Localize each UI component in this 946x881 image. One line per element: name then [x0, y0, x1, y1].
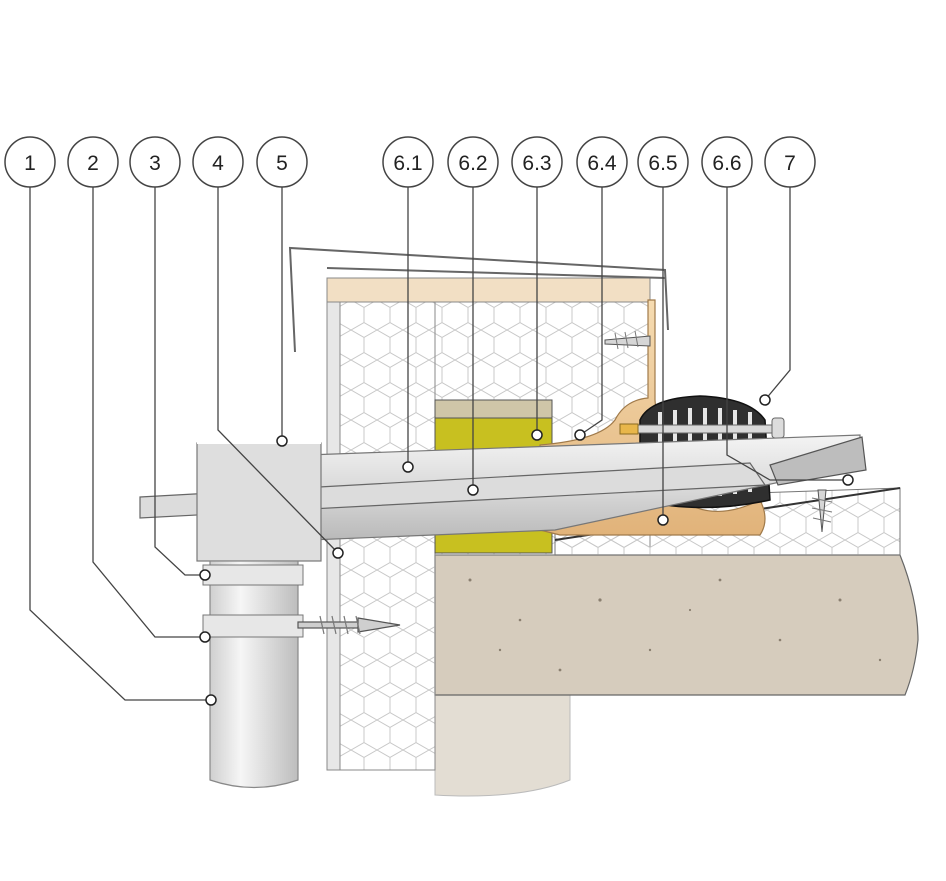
concrete-slab: [434, 554, 919, 696]
downpipe: [209, 560, 299, 789]
callout-1-label: 1: [24, 152, 36, 175]
wall-anchor-screw: [297, 615, 401, 635]
callout-4-label: 4: [212, 152, 224, 175]
callout-5: 5: [256, 136, 308, 188]
callout-5-label: 5: [276, 152, 288, 175]
callout-7-label: 7: [784, 152, 796, 175]
concrete-speckles: [468, 578, 882, 672]
coping-flashing: [288, 246, 669, 353]
membrane-screw-right: [811, 489, 833, 533]
callout-4: 4: [192, 136, 244, 188]
leader-lines: [29, 187, 848, 701]
callout-6-1-label: 6.1: [393, 152, 422, 175]
callout-6-5-label: 6.5: [648, 152, 677, 175]
callout-3-label: 3: [149, 152, 161, 175]
lower-concrete-wall: [434, 689, 571, 797]
callout-6-2: 6.2: [447, 136, 499, 188]
callout-6-2-label: 6.2: [458, 152, 487, 175]
pipe-clamp-upper: [202, 564, 304, 586]
mineral-wool-top: [434, 399, 553, 421]
callout-6-6: 6.6: [701, 136, 753, 188]
pipe-clamp-lower: [202, 614, 304, 638]
callout-6-3-label: 6.3: [522, 152, 551, 175]
callout-6-1: 6.1: [382, 136, 434, 188]
callout-2-label: 2: [87, 152, 99, 175]
rainwater-head-box: [196, 442, 322, 562]
leader-endpoints: [199, 394, 854, 706]
clamping-bolt: [619, 417, 785, 439]
callout-1: 1: [4, 136, 56, 188]
callout-6-6-label: 6.6: [712, 152, 741, 175]
callout-6-4: 6.4: [576, 136, 628, 188]
callout-6-4-label: 6.4: [587, 152, 617, 175]
membrane-screw-top: [604, 330, 651, 350]
callout-3: 3: [129, 136, 181, 188]
callout-6-3: 6.3: [511, 136, 563, 188]
callout-2: 2: [67, 136, 119, 188]
callout-6-5: 6.5: [637, 136, 689, 188]
outlet-spout: [769, 436, 867, 486]
timber-cap: [326, 277, 651, 303]
callout-7: 7: [764, 136, 816, 188]
